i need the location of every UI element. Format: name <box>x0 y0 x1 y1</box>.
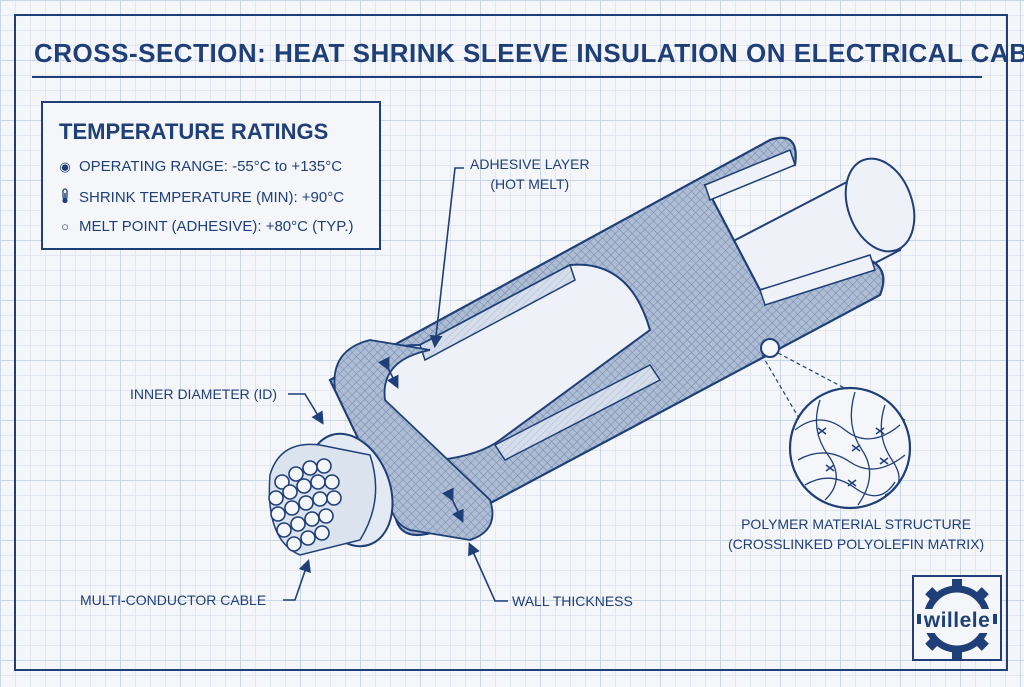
polymer-structure-title: POLYMER MATERIAL STRUCTURE <box>741 516 972 532</box>
heat-shrink-sleeve <box>328 136 885 541</box>
brand-logo: willele <box>912 575 1002 661</box>
gear-icon <box>917 579 997 659</box>
title-underline <box>32 76 982 78</box>
melt-point-text: MELT POINT (ADHESIVE): +80°C (TYP.) <box>79 218 354 235</box>
id-dimension-arrow <box>377 356 399 389</box>
adhesive-leader <box>429 167 464 349</box>
operating-range-item: ◉ OPERATING RANGE: -55°C to +135°C <box>57 158 342 175</box>
target-icon: ◉ <box>59 158 71 174</box>
wall-thickness-leader <box>468 542 508 602</box>
multi-conductor-label: MULTI-CONDUCTOR CABLE <box>80 592 267 608</box>
adhesive-layer-label: ADHESIVE LAYER (HOT MELT) <box>470 156 590 192</box>
diagram-title: CROSS-SECTION: HEAT SHRINK SLEEVE INSULA… <box>34 38 1024 68</box>
temperature-ratings-heading: TEMPERATURE RATINGS <box>59 119 329 144</box>
wall-thickness-label: WALL THICKNESS <box>512 593 633 609</box>
logo-wordmark: willele <box>923 609 991 632</box>
multi-conductor-leader <box>283 558 311 601</box>
circle-icon: ○ <box>61 219 69 234</box>
operating-range-text: OPERATING RANGE: -55°C to +135°C <box>79 158 343 175</box>
adhesive-layer-title: ADHESIVE LAYER <box>470 156 590 172</box>
temperature-ratings-panel: TEMPERATURE RATINGS ◉ OPERATING RANGE: -… <box>41 101 381 250</box>
polymer-magnifier <box>760 338 912 510</box>
inner-diameter-label: INNER DIAMETER (ID) <box>130 386 277 402</box>
thermometer-icon <box>57 188 73 207</box>
polymer-structure-label: POLYMER MATERIAL STRUCTURE (CROSSLINKED … <box>728 516 984 552</box>
adhesive-layer-subtitle: (HOT MELT) <box>490 176 570 192</box>
conductor-strands <box>268 458 342 552</box>
blueprint-frame <box>14 14 1008 671</box>
shrink-temperature-item: SHRINK TEMPERATURE (MIN): +90°C <box>57 188 344 207</box>
inner-diameter-leader <box>288 393 324 425</box>
shrink-temperature-text: SHRINK TEMPERATURE (MIN): +90°C <box>79 189 345 206</box>
wall-dimension-arrow <box>442 487 464 523</box>
melt-point-item: ○ MELT POINT (ADHESIVE): +80°C (TYP.) <box>57 218 354 235</box>
polymer-structure-subtitle: (CROSSLINKED POLYOLEFIN MATRIX) <box>728 536 985 552</box>
